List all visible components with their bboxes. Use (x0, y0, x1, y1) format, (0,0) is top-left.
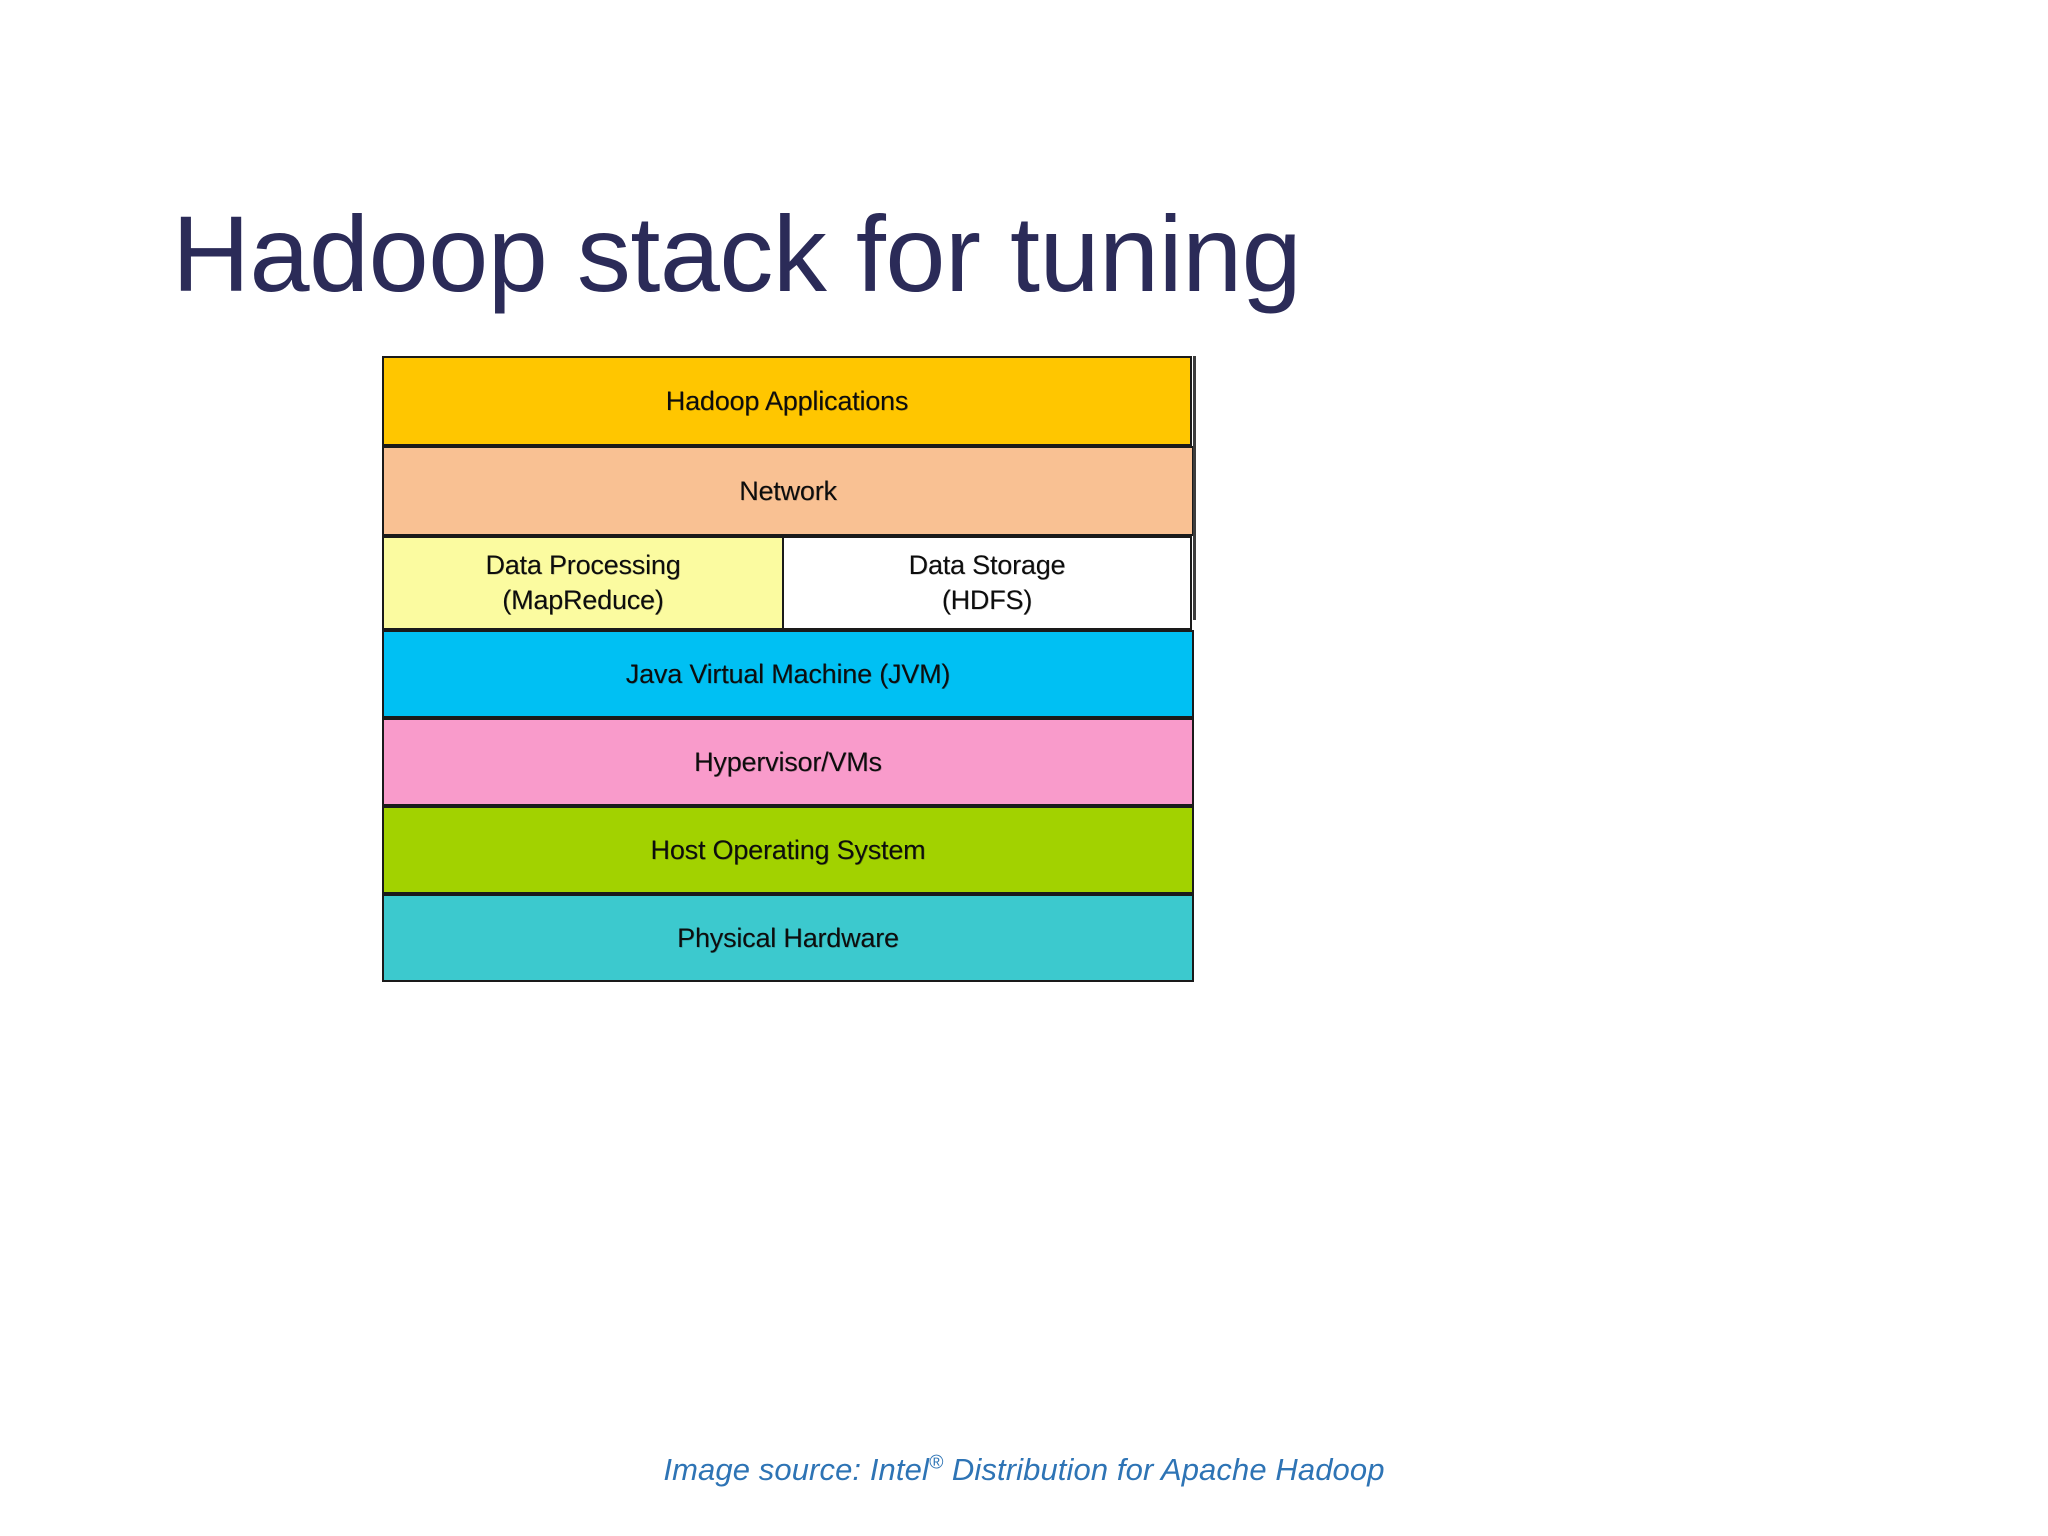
stack-layer-label: Network (739, 475, 837, 506)
stack-layer-label: Host Operating System (650, 834, 926, 865)
image-source-caption: Image source: Intel® Distribution for Ap… (0, 1452, 2048, 1488)
stack-cell-label: Data Processing (MapReduce) (485, 550, 681, 615)
caption-prefix: Image source: Intel (663, 1452, 929, 1487)
stack-layer-host-operating-system: Host Operating System (382, 806, 1194, 894)
registered-trademark-icon: ® (928, 1452, 944, 1474)
stack-layer-split-row: Data Processing (MapReduce) Data Storage… (382, 536, 1194, 630)
hadoop-stack-diagram: Hadoop Applications Network Data Process… (382, 356, 1196, 982)
stack-layer-network: Network (382, 446, 1194, 536)
stack-cell-data-processing: Data Processing (MapReduce) (382, 536, 784, 630)
stack-layer-java-virtual-machine: Java Virtual Machine (JVM) (382, 630, 1194, 718)
stack-layer-label: Java Virtual Machine (JVM) (625, 658, 951, 689)
page-title: Hadoop stack for tuning (172, 193, 1302, 315)
stack-layer-label: Physical Hardware (677, 922, 899, 953)
stack-cell-data-storage: Data Storage (HDFS) (782, 536, 1192, 630)
stack-layer-hypervisor-vms: Hypervisor/VMs (382, 718, 1194, 806)
stack-layer-label: Hadoop Applications (665, 385, 909, 416)
stack-cell-label: Data Storage (HDFS) (908, 550, 1066, 615)
stack-layer-physical-hardware: Physical Hardware (382, 894, 1194, 982)
stack-layer-hadoop-applications: Hadoop Applications (382, 356, 1192, 446)
stack-layer-label: Hypervisor/VMs (694, 746, 882, 777)
caption-suffix: Distribution for Apache Hadoop (943, 1452, 1385, 1487)
